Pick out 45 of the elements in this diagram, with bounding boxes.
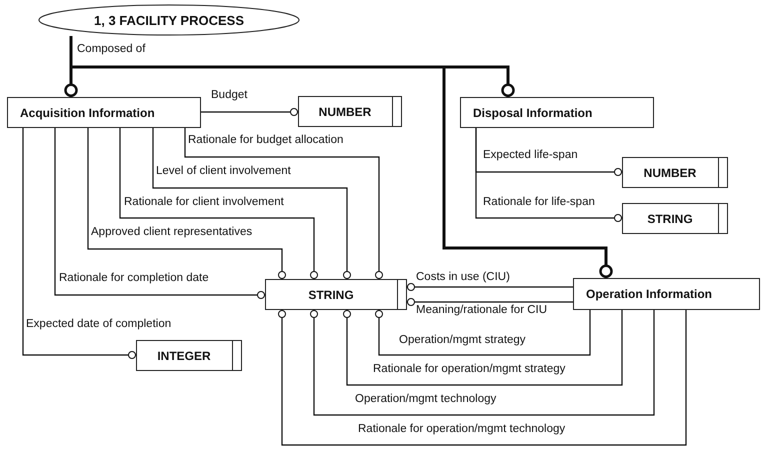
- entity-box: [460, 97, 654, 128]
- attribute-connector: [375, 310, 591, 356]
- attribute-connector: [22, 128, 136, 359]
- edge-label: Rationale for operation/mgmt strategy: [372, 363, 566, 376]
- attribute-connector: [119, 128, 318, 279]
- process-title: 1, 3 FACILITY PROCESS: [94, 12, 244, 28]
- data-type-box: [265, 279, 407, 310]
- edge-label: Operation/mgmt strategy: [398, 334, 527, 347]
- attribute-connector: [278, 310, 687, 446]
- edge-label: Expected life-span: [482, 149, 579, 162]
- data-type-name: NUMBER: [644, 166, 696, 180]
- attribute-connector: [87, 128, 286, 279]
- entity-box: [7, 97, 201, 128]
- attribute-connector: [201, 108, 298, 116]
- attribute-connector: [310, 310, 655, 416]
- attribute-connector: [152, 128, 351, 279]
- attribute-connector: [54, 128, 265, 299]
- data-type-box: [622, 203, 728, 234]
- data-type-box: [136, 340, 242, 371]
- attribute-connector: [407, 298, 573, 306]
- entity-name: Disposal Information: [473, 106, 592, 120]
- data-type-name: INTEGER: [157, 348, 211, 362]
- edge-label: Costs in use (CIU): [415, 271, 511, 284]
- edge-label: Rationale for operation/mgmt technology: [357, 423, 566, 436]
- attribute-connector: [475, 128, 622, 222]
- data-type-box: [622, 157, 728, 188]
- edge-label: Rationale for life-span: [482, 196, 596, 209]
- data-type-name: NUMBER: [318, 104, 372, 118]
- data-type-name: STRING: [308, 288, 354, 302]
- edge-label: Composed of: [76, 43, 146, 56]
- entity-name: Operation Information: [586, 287, 712, 301]
- attribute-connector: [184, 128, 383, 279]
- data-type-box: [298, 96, 402, 127]
- entity-name: Acquisition Information: [20, 106, 155, 120]
- edge-label: Approved client representatives: [90, 226, 254, 239]
- edge-label: Budget: [210, 89, 248, 102]
- edge-label: Operation/mgmt technology: [354, 393, 498, 406]
- edge-label: Expected date of completion: [25, 318, 172, 331]
- attribute-connector: [343, 310, 623, 386]
- attribute-connector: [407, 283, 573, 291]
- data-type-name: STRING: [647, 212, 693, 226]
- edge-label: Rationale for completion date: [58, 272, 210, 285]
- edge-label: Rationale for budget allocation: [187, 134, 344, 147]
- entity-box: [573, 278, 760, 310]
- edge-label: Meaning/rationale for CIU: [415, 304, 548, 317]
